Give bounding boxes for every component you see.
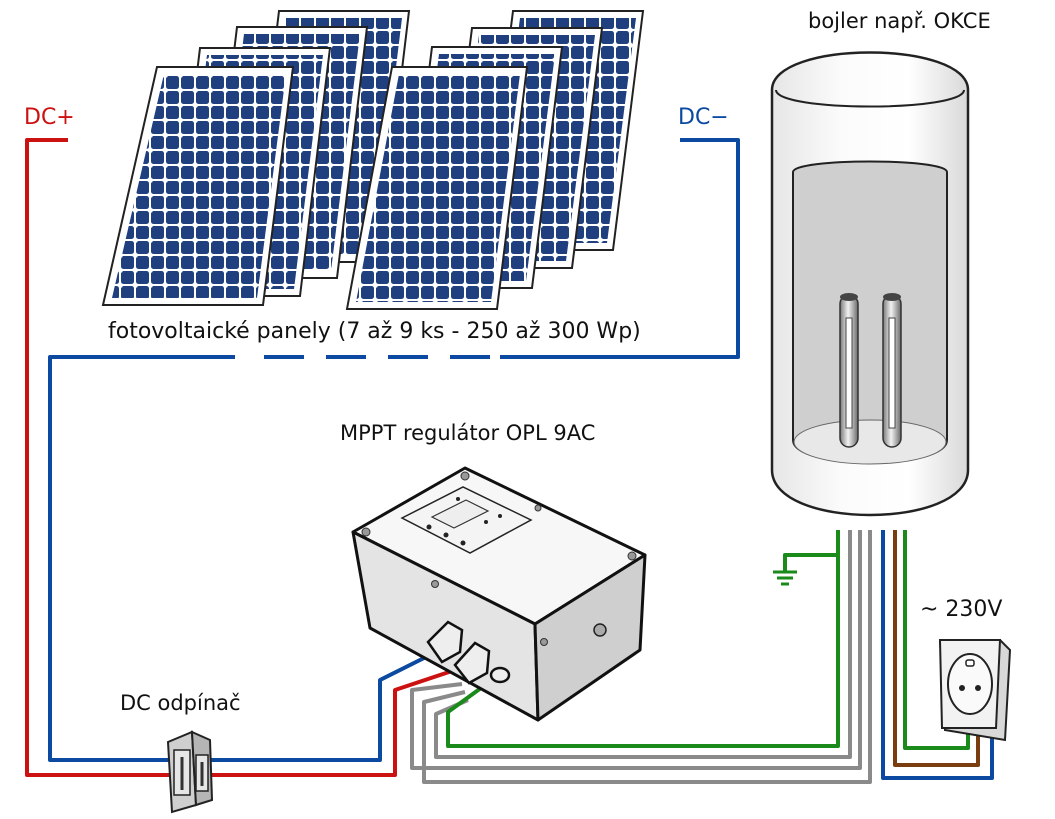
heating-element-icon	[882, 293, 902, 448]
socket-icon	[938, 639, 1012, 742]
mains-caption: ~ 230V	[920, 597, 1002, 622]
solar-panel-icon	[345, 66, 529, 310]
dc-minus-wire-2	[48, 355, 235, 762]
boiler-icon	[770, 51, 970, 517]
mains-neutral-wire	[881, 530, 994, 780]
ground-symbol-icon	[773, 570, 797, 586]
disconnector-caption: DC odpínač	[120, 691, 241, 715]
dc-minus-wire	[500, 138, 740, 359]
live-wire	[893, 530, 980, 767]
solar-panel-array	[101, 10, 645, 310]
regulator-icon	[351, 466, 647, 722]
panels-caption: fotovoltaické panely (7 až 9 ks - 250 až…	[108, 319, 641, 344]
regulator-caption: MPPT regulátor OPL 9AC	[340, 421, 595, 445]
dc-minus-wire-out	[210, 648, 441, 762]
boiler-caption: bojler např. OKCE	[808, 9, 991, 33]
neutral-wire-1	[410, 530, 862, 770]
wiring	[25, 138, 994, 784]
dc-plus-wire	[25, 138, 170, 777]
solar-panel-icon	[101, 66, 295, 306]
dc-disconnector-icon	[166, 730, 214, 814]
earth-wire	[446, 553, 840, 748]
dc-plus-wire-out	[210, 668, 456, 777]
heating-element-icon	[839, 293, 859, 448]
dc-minus-label: DC−	[678, 105, 729, 130]
dc-plus-label: DC+	[24, 105, 75, 130]
earth-wire-socket	[903, 530, 970, 750]
neutral-wire-2	[422, 530, 872, 784]
neutral-wire-3	[434, 530, 852, 759]
